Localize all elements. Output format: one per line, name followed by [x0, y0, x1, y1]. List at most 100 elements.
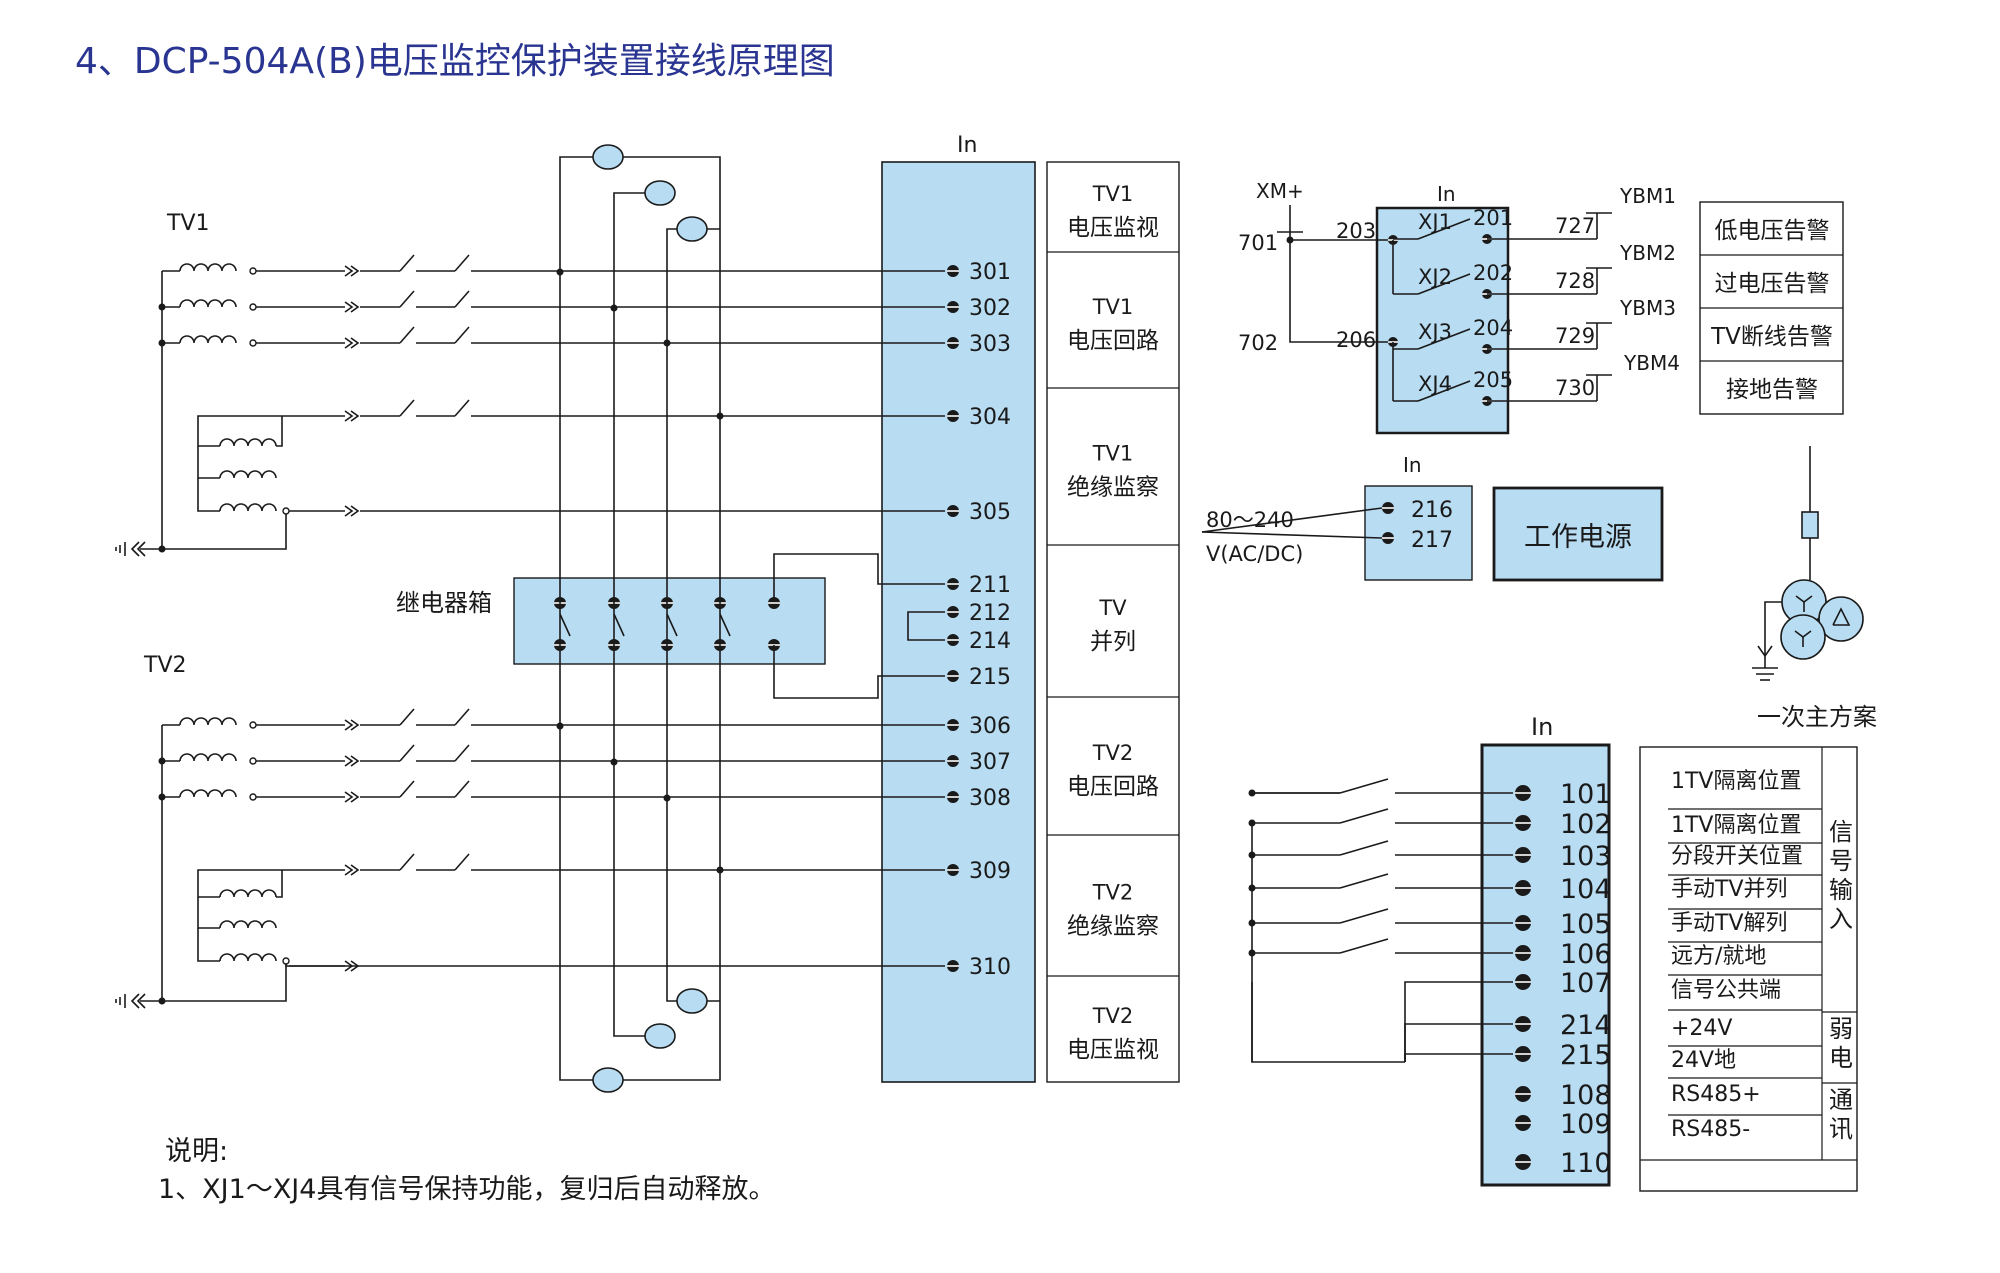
xm-plus-label: XM+ — [1256, 179, 1304, 203]
terminal-label: 307 — [969, 750, 1011, 775]
junction-dot — [158, 339, 166, 347]
winding-icon — [219, 503, 277, 512]
signal-label: 远方/就地 — [1671, 944, 1766, 969]
junction-dot — [610, 304, 618, 312]
switch-contact-icon — [399, 780, 415, 798]
terminal-label: 105 — [1560, 909, 1612, 940]
connector-chevron-icon — [344, 337, 360, 349]
group-label-char: 电 — [1829, 1044, 1853, 1072]
switch-contact-icon — [399, 326, 415, 344]
power-supply-box — [1492, 486, 1664, 582]
ybm-label: YBM4 — [1623, 351, 1680, 375]
switch-blade — [454, 326, 470, 344]
terminal-label: 730 — [1555, 376, 1595, 400]
in-label-output: In — [1437, 182, 1456, 206]
switch-blade — [399, 290, 415, 308]
terminal-label: 101 — [1560, 779, 1612, 810]
chevron-part — [344, 505, 354, 517]
terminal-label: 305 — [969, 500, 1011, 525]
switch-blade — [454, 744, 470, 762]
terminal-label: 214 — [1560, 1010, 1612, 1041]
winding-icon — [179, 789, 237, 798]
switch-blade — [1339, 908, 1389, 924]
signal-terminal-block — [1480, 743, 1611, 1187]
switch-blade — [399, 744, 415, 762]
chevron-part — [344, 301, 354, 313]
wire — [1201, 507, 1383, 533]
signal-label: 信号公共端 — [1671, 978, 1781, 1003]
delta-symbol — [1832, 607, 1851, 626]
terminal-screw-icon — [947, 265, 959, 277]
section-label: TV2 — [1092, 881, 1134, 905]
terminal-label: 110 — [1560, 1148, 1612, 1179]
terminal-ring — [249, 267, 257, 275]
switch-contact-icon — [454, 399, 470, 417]
contact-blade — [1417, 380, 1471, 402]
ground-arrow — [136, 541, 146, 557]
contact-blade — [1417, 273, 1471, 295]
wire — [613, 192, 667, 308]
wire — [197, 415, 282, 447]
group-label-char: 通 — [1829, 1086, 1853, 1114]
relay-label: XJ3 — [1418, 320, 1452, 344]
terminal-ring — [249, 793, 257, 801]
signal-label: RS485- — [1671, 1117, 1750, 1142]
section-label: 电压监视 — [1067, 215, 1159, 241]
connector-chevron-icon — [344, 960, 360, 972]
fuse-icon — [1801, 511, 1819, 539]
alarm-label: 低电压告警 — [1715, 218, 1830, 244]
connector-chevron-icon — [344, 755, 360, 767]
wire — [1404, 1053, 1513, 1062]
terminal-screw-icon — [1382, 532, 1394, 544]
junction-dot — [158, 757, 166, 765]
alarm-label: 过电压告警 — [1715, 271, 1830, 297]
chevron-part — [344, 719, 354, 731]
terminal-screw-icon — [1515, 880, 1531, 896]
chevron-part — [350, 719, 360, 731]
section-label: TV1 — [1092, 182, 1134, 206]
terminal-screw-icon — [947, 755, 959, 767]
signal-label: 分段开关位置 — [1671, 844, 1803, 869]
switch-contact-icon — [454, 254, 470, 272]
contact-blade — [613, 613, 625, 637]
wire — [559, 156, 721, 416]
junction-dot — [556, 268, 564, 276]
switch-blade — [1339, 840, 1389, 856]
connector-chevron-icon — [344, 719, 360, 731]
wire — [907, 611, 945, 641]
wire — [559, 726, 721, 1081]
terminal-label: 304 — [969, 405, 1011, 430]
terminal-label: 215 — [1560, 1040, 1612, 1071]
signal-label: 手动TV并列 — [1671, 877, 1788, 902]
terminal-screw-icon — [1515, 1086, 1531, 1102]
junction-dot — [663, 794, 671, 802]
fuse-icon — [592, 1067, 624, 1093]
terminal-label: 309 — [969, 859, 1011, 884]
switch-blade — [399, 399, 415, 417]
terminal-screw-icon — [768, 597, 780, 609]
terminal-screw-icon — [1515, 915, 1531, 931]
terminal-label: 301 — [969, 260, 1011, 285]
winding-icon — [219, 920, 277, 929]
ybm-label: YBM1 — [1619, 184, 1676, 208]
terminal-screw-icon — [1515, 785, 1531, 801]
tv2-label: TV2 — [143, 653, 187, 678]
connector-chevron-icon — [344, 265, 360, 277]
terminal-label: 216 — [1411, 498, 1453, 523]
junction-dot — [1248, 884, 1256, 892]
signal-label: 手动TV解列 — [1671, 911, 1788, 936]
junction-dot — [1248, 819, 1256, 827]
section-label: TV2 — [1092, 1004, 1134, 1028]
in-label-main: In — [957, 133, 977, 158]
junction-dot — [158, 997, 166, 1005]
terminal-label: 310 — [969, 955, 1011, 980]
terminal-label: 701 — [1238, 231, 1278, 255]
main-terminal-block — [881, 161, 1036, 1083]
power-terminal-block — [1364, 485, 1473, 581]
switch-contact-icon — [454, 780, 470, 798]
switch-contact-icon — [454, 853, 470, 871]
connector-chevron-icon — [344, 410, 360, 422]
group-label-char: 号 — [1829, 847, 1853, 875]
terminal-screw-icon — [947, 410, 959, 422]
fuse-icon — [676, 216, 708, 242]
